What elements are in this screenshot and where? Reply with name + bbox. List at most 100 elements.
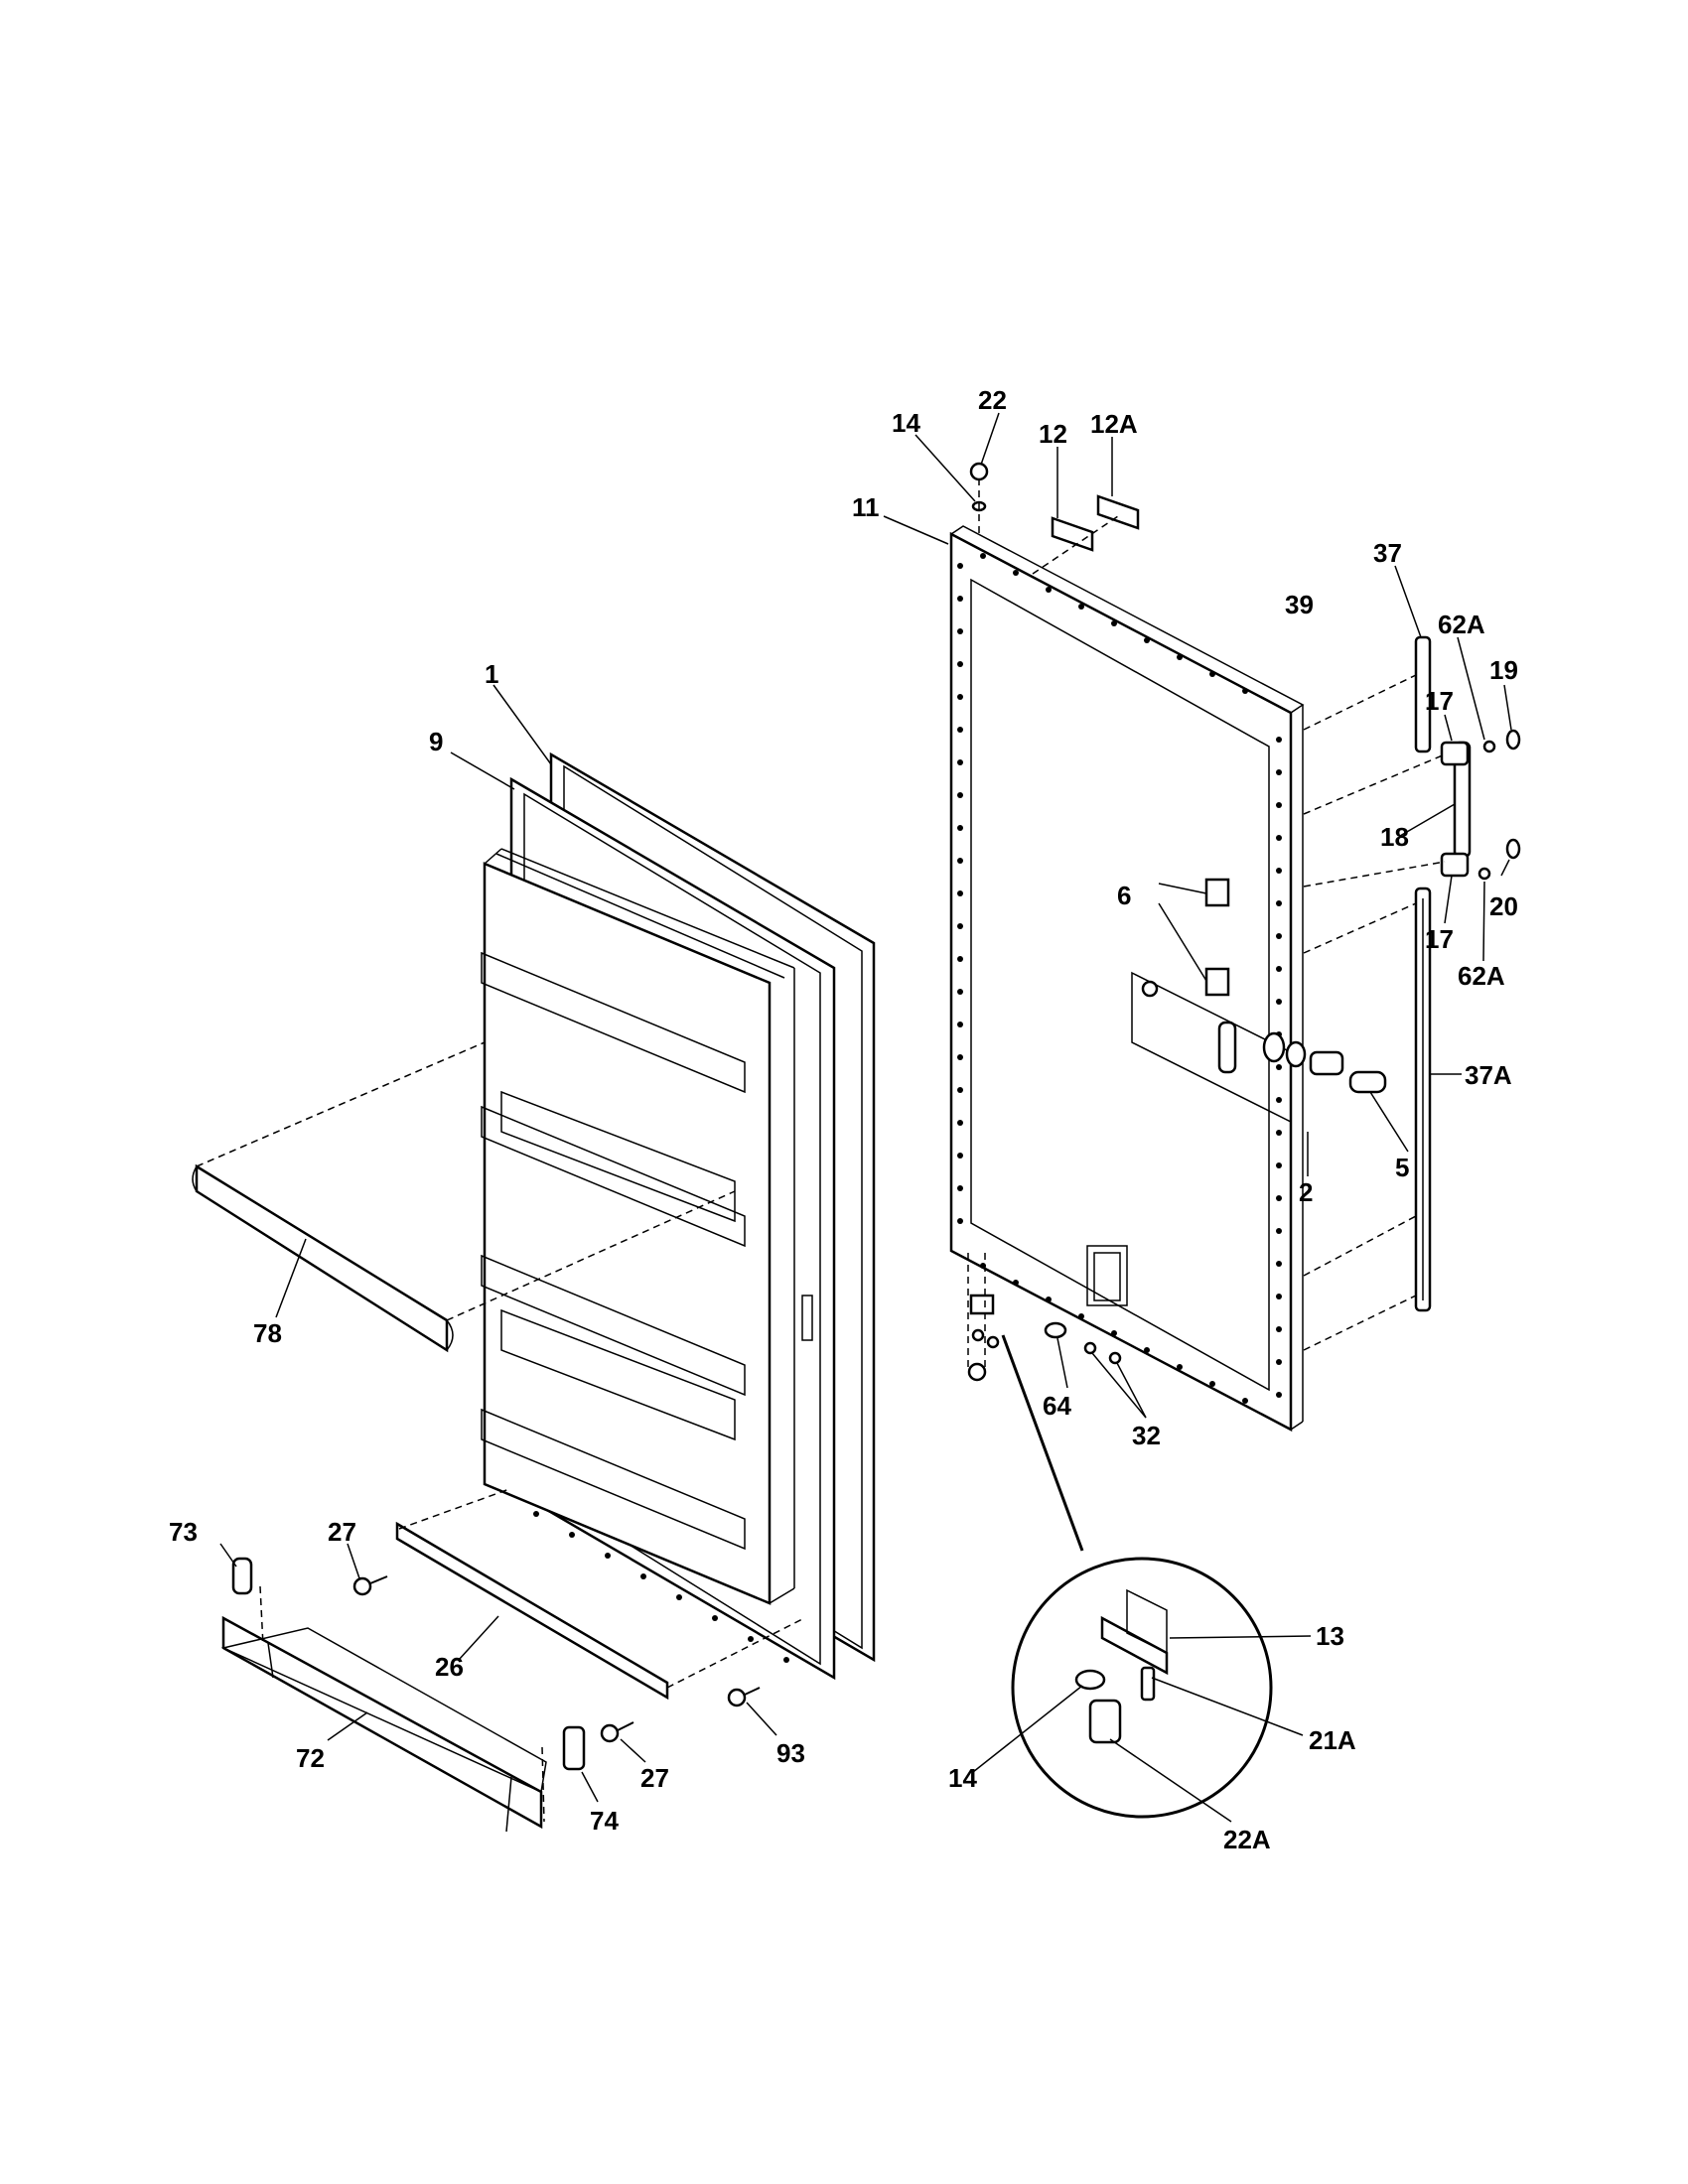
label-part-26: 26 <box>435 1652 464 1682</box>
label-part-64: 64 <box>1043 1391 1071 1421</box>
top-stop-22 <box>969 462 989 536</box>
handle-trim-37a <box>1414 887 1432 1312</box>
label-part-73: 73 <box>169 1517 198 1547</box>
label-part-74: 74 <box>590 1806 619 1836</box>
screw-hole <box>957 989 963 995</box>
screw-hole <box>1276 1326 1282 1332</box>
screw-hole <box>1276 1359 1282 1365</box>
label-part-72: 72 <box>296 1743 325 1773</box>
screw-hole <box>957 727 963 733</box>
shelf-bracket-73 <box>231 1557 264 1647</box>
leader-lines <box>219 412 1512 1823</box>
screw-hole <box>957 596 963 602</box>
shelf-bracket-74 <box>541 1725 586 1823</box>
screw-hole <box>640 1573 646 1579</box>
label-part-9: 9 <box>429 727 443 756</box>
screw-hole <box>1013 570 1019 576</box>
label-part-21a: 21A <box>1309 1725 1356 1755</box>
label-part-20: 20 <box>1489 891 1518 921</box>
label-part-5: 5 <box>1395 1153 1409 1182</box>
screw-hole <box>1276 835 1282 841</box>
screw-hole <box>1144 637 1150 643</box>
screw-hole <box>605 1553 611 1559</box>
handle-trim-37 <box>1414 635 1432 753</box>
screw-hole <box>1276 1392 1282 1398</box>
mounting-leaders-39 <box>1303 674 1446 1351</box>
screw-hole <box>1276 1162 1282 1168</box>
label-part-17-lower: 17 <box>1425 924 1454 954</box>
screw-hole <box>1276 868 1282 874</box>
screw-hole <box>533 1511 539 1517</box>
label-part-93: 93 <box>776 1738 805 1768</box>
screw-hole <box>1276 1064 1282 1070</box>
screw-hole <box>1276 1261 1282 1267</box>
screw-hole <box>957 1218 963 1224</box>
screw-hole <box>1276 900 1282 906</box>
handle-screws-62a <box>1477 740 1496 881</box>
screw-hole <box>1144 1347 1150 1353</box>
label-part-1: 1 <box>485 659 498 689</box>
screw-hole <box>1276 1097 1282 1103</box>
screw-hole <box>748 1636 754 1642</box>
screw-hole <box>1078 604 1084 610</box>
screw-hole <box>957 956 963 962</box>
screw-hole <box>1111 1330 1117 1336</box>
screw-hole <box>957 1185 963 1191</box>
label-part-14-detail: 14 <box>948 1763 977 1793</box>
screw-hole <box>1276 1294 1282 1299</box>
label-part-6: 6 <box>1117 881 1131 910</box>
screw-hole <box>1276 1130 1282 1136</box>
screw-hole <box>1276 933 1282 939</box>
screw-hole <box>1276 769 1282 775</box>
label-part-11: 11 <box>852 492 880 522</box>
screw-hole <box>957 628 963 634</box>
label-part-32: 32 <box>1132 1421 1161 1450</box>
screw-hole <box>1046 587 1052 593</box>
screw-hole <box>1046 1297 1052 1302</box>
screw-hole <box>1242 688 1248 694</box>
caps-19-20 <box>1505 729 1521 860</box>
door-rod-26 <box>395 1488 805 1701</box>
label-part-78: 78 <box>253 1318 282 1348</box>
label-part-19: 19 <box>1489 655 1518 685</box>
screw-hole <box>957 661 963 667</box>
screw-27-lower <box>600 1721 634 1743</box>
label-part-22: 22 <box>978 385 1007 415</box>
screw-hole <box>957 825 963 831</box>
label-part-62a-upper: 62A <box>1438 610 1485 639</box>
screw-hole <box>1276 802 1282 808</box>
screw-hole <box>957 923 963 929</box>
screw-hole <box>1209 1381 1215 1387</box>
screw-hole <box>1276 1228 1282 1234</box>
inner-liner <box>481 751 876 1681</box>
screw-hole <box>712 1615 718 1621</box>
screw-hole <box>1209 671 1215 677</box>
label-part-37a: 37A <box>1465 1060 1512 1090</box>
screw-hole <box>957 563 963 569</box>
screw-hole <box>957 1054 963 1060</box>
label-part-18: 18 <box>1380 822 1409 852</box>
label-part-13: 13 <box>1316 1621 1344 1651</box>
screw-hole <box>1276 966 1282 972</box>
screw-hole <box>1013 1280 1019 1286</box>
label-part-37: 37 <box>1373 538 1402 568</box>
screw-hole <box>1177 1364 1183 1370</box>
screw-hole <box>957 694 963 700</box>
label-part-12: 12 <box>1039 419 1067 449</box>
bottom-hinge-parts <box>967 1253 1122 1382</box>
screw-hole <box>1111 620 1117 626</box>
screw-hole <box>957 792 963 798</box>
screw-hole <box>783 1657 789 1663</box>
screw-hole <box>1276 1195 1282 1201</box>
part-labels: 1 9 11 14 22 12 12A 37 39 62A 19 17 18 2… <box>169 385 1518 1854</box>
screw-hole <box>980 553 986 559</box>
lock-bracket-6 <box>1204 878 1230 997</box>
screw-hole <box>957 1120 963 1126</box>
screw-hole <box>1177 654 1183 660</box>
label-part-27-upper: 27 <box>328 1517 356 1547</box>
label-part-22a: 22A <box>1223 1825 1271 1854</box>
screw-27-upper <box>352 1575 388 1596</box>
bottom-door-shelf-72 <box>220 1615 547 1833</box>
screw-hole <box>1276 737 1282 743</box>
screw-hole <box>1078 1313 1084 1319</box>
